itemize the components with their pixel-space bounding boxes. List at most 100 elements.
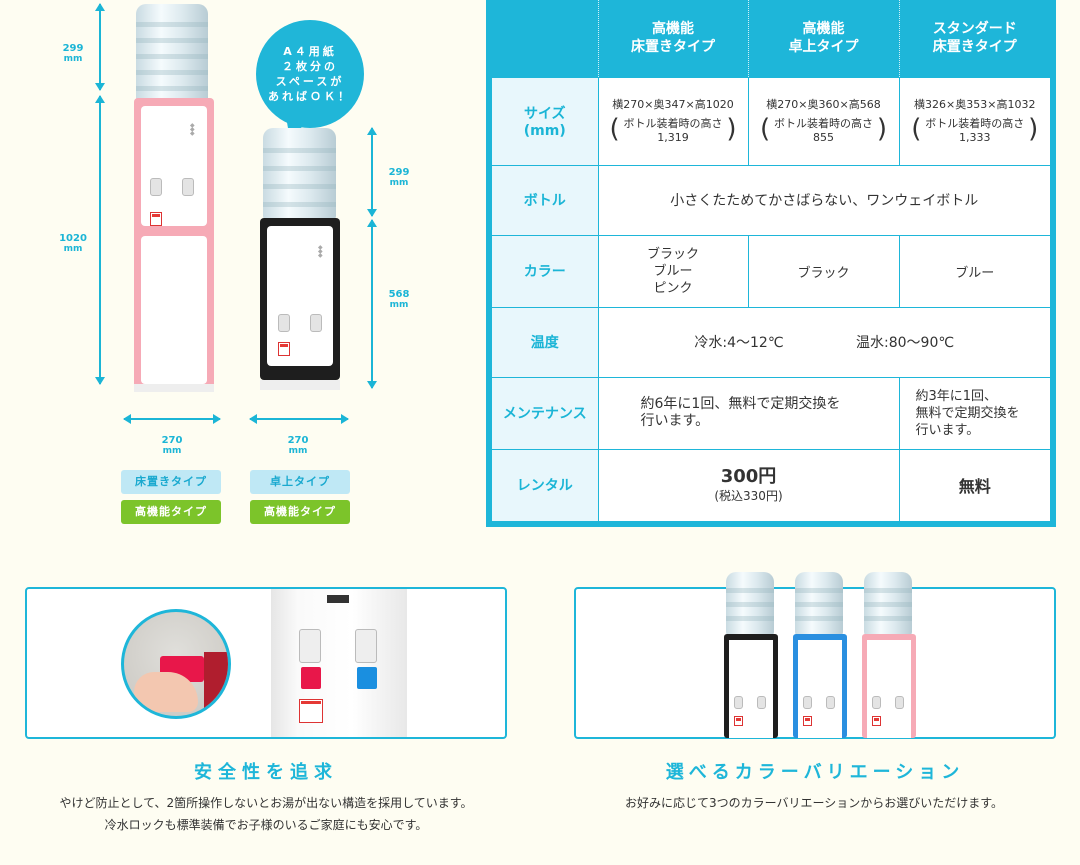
rental-tax: (税込330円) <box>714 488 783 503</box>
header-line: 卓上タイプ <box>788 39 859 56</box>
tap <box>826 696 835 709</box>
space-bubble: A４用紙 ２枚分の スペースが あればＯＫ！ <box>256 20 364 128</box>
indicator-dots: ◆◆◆ <box>190 122 195 137</box>
spec-row-color: カラー ブラック ブルー ピンク ブラック ブルー <box>492 234 1050 307</box>
warning-sticker <box>278 342 290 356</box>
warning-sticker <box>872 716 881 726</box>
size-value: 横326×奥353×高1032 <box>914 98 1036 111</box>
warning-sticker <box>150 212 162 226</box>
desk-type-badge: 卓上タイプ <box>250 470 350 494</box>
water-bottle <box>263 128 336 220</box>
note-value: 855 <box>813 131 834 144</box>
floor-grade-badge: 高機能タイプ <box>121 500 221 524</box>
dispenser-panel <box>141 106 207 226</box>
warning-sticker <box>803 716 812 726</box>
cold-tap-closeup <box>299 629 321 663</box>
tap <box>757 696 766 709</box>
tap <box>872 696 881 709</box>
dispenser-base <box>260 380 340 390</box>
desk-top-dimension-label: 299 mm <box>384 167 414 189</box>
bubble-line-3: スペースが <box>275 75 345 88</box>
floor-top-value: 299 <box>62 43 84 54</box>
header-line: スタンダード <box>932 21 1017 38</box>
pink-dispenser-bottle <box>864 572 912 636</box>
hot-lock-red <box>301 667 321 689</box>
row-label-color: カラー <box>492 234 598 307</box>
color-floor-premium: ブラック ブルー ピンク <box>597 234 748 307</box>
maintenance-line: 約6年に1回、無料で定期交換を <box>640 396 841 412</box>
floor-top-dimension-label: 299 mm <box>58 43 88 65</box>
header-line: 床置きタイプ <box>932 39 1017 56</box>
maintenance-line: 約3年に1回、 <box>915 388 998 404</box>
unit-label: mm <box>389 300 409 310</box>
spec-header-floor-standard: スタンダード 床置きタイプ <box>898 0 1050 77</box>
hot-tap-closeup <box>355 629 377 663</box>
warning-sticker <box>734 716 743 726</box>
note-label: ボトル装着時の高さ <box>623 117 723 130</box>
floor-type-badge: 床置きタイプ <box>121 470 221 494</box>
note-label: ボトル装着時の高さ <box>925 117 1025 130</box>
desk-body-dimension-label: 568 mm <box>384 289 414 311</box>
maintenance-line: 行います。 <box>640 413 710 429</box>
size-value: 横270×奥347×高1020 <box>612 98 734 111</box>
note-label: ボトル装着時の高さ <box>774 117 873 130</box>
floor-width-value: 270 <box>161 435 183 446</box>
desk-width-dimension-arrow <box>249 414 349 424</box>
row-label-temperature: 温度 <box>492 306 598 377</box>
hot-tap <box>310 314 322 332</box>
rental-price: 300円 <box>720 465 777 487</box>
row-label-maintenance: メンテナンス <box>492 376 598 449</box>
bubble-line-1: A４用紙 <box>283 45 337 58</box>
unit-label: mm <box>63 54 83 64</box>
spec-header-row: 高機能 床置きタイプ 高機能 卓上タイプ スタンダード 床置きタイプ <box>492 0 1050 77</box>
unit-label: mm <box>162 446 182 456</box>
spec-header-floor-premium: 高機能 床置きタイプ <box>597 0 748 77</box>
bottle-height-note: ボトル装着時の高さ 1,333 <box>911 114 1038 145</box>
floor-body-dimension-label: 1020 mm <box>56 234 90 255</box>
maintenance-premium: 約6年に1回、無料で定期交換を 行います。 <box>597 376 899 449</box>
spec-row-bottle: ボトル 小さくたためてかさばらない、ワンウェイボトル <box>492 164 1050 235</box>
hot-tap <box>182 178 194 196</box>
row-label-size: サイズ (mm) <box>492 76 598 165</box>
floor-width-dimension-label: 270 mm <box>152 435 192 457</box>
bubble-line-2: ２枚分の <box>282 60 338 73</box>
desk-body-dimension-arrow <box>367 219 377 389</box>
desk-width-dimension-label: 270 mm <box>278 435 318 457</box>
desk-top-dimension-arrow <box>367 127 377 217</box>
indicator-dots: ◆◆◆ <box>318 244 323 259</box>
rental-premium: 300円 (税込330円) <box>597 448 899 521</box>
spec-header-desk-premium: 高機能 卓上タイプ <box>747 0 899 77</box>
desk-top-value: 299 <box>388 167 410 178</box>
safety-feature-title: 安全性を追求 <box>194 762 338 783</box>
maintenance-line: 行います。 <box>915 422 980 438</box>
header-line: 床置きタイプ <box>631 39 715 56</box>
cold-tap <box>278 314 290 332</box>
color-option: ピンク <box>653 280 693 296</box>
spec-row-temperature: 温度 冷水:4～12℃ 温水:80～90℃ <box>492 306 1050 377</box>
dispenser-front-closeup <box>271 589 407 737</box>
cold-tap <box>150 178 162 196</box>
desk-body-value: 568 <box>388 289 410 300</box>
cold-temp: 冷水:4～12℃ <box>694 335 784 351</box>
black-dispenser-bottle <box>726 572 774 636</box>
safety-feature-description: やけど防止として、2箇所操作しないとお湯が出ない構造を採用しています。 冷水ロッ… <box>0 792 532 836</box>
hot-temp: 温水:80～90℃ <box>856 335 955 351</box>
row-label-bottle: ボトル <box>492 164 598 235</box>
blue-dispenser-bottle <box>795 572 843 636</box>
warning-sticker <box>299 699 323 723</box>
temperature-value: 冷水:4～12℃ 温水:80～90℃ <box>597 306 1050 377</box>
floor-body-dimension-arrow <box>95 95 105 385</box>
unit-label: mm <box>389 178 409 188</box>
dispenser-lower-panel <box>141 236 207 384</box>
unit-label: mm <box>63 244 83 254</box>
color-floor-standard: ブルー <box>898 234 1050 307</box>
description-line: やけど防止として、2箇所操作しないとお湯が出ない構造を採用しています。 <box>59 796 473 810</box>
floor-top-dimension-arrow <box>95 3 105 91</box>
color-feature-title: 選べるカラーバリエーション <box>665 762 965 783</box>
color-option: ブルー <box>653 263 693 279</box>
size-unit-label: (mm) <box>523 123 566 139</box>
desk-width-value: 270 <box>287 435 309 446</box>
description-line: 冷水ロックも標準装備でお子様のいるご家庭にも安心です。 <box>104 818 428 832</box>
floor-width-dimension-arrow <box>123 414 221 424</box>
spec-table: 高機能 床置きタイプ 高機能 卓上タイプ スタンダード 床置きタイプ サイズ (… <box>486 0 1056 527</box>
